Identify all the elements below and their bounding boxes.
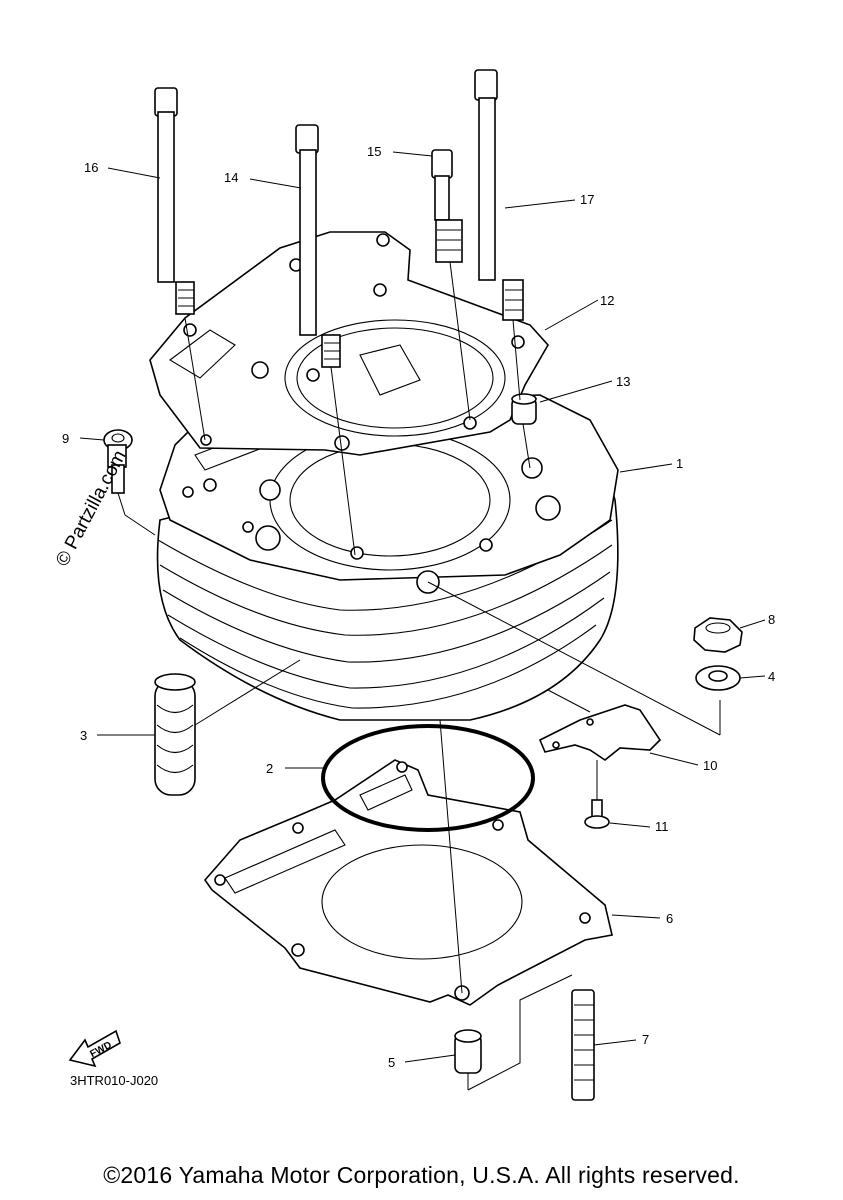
stud-bolt-15	[431, 149, 463, 263]
callout-numbers: 1 2 3 4 5 6 7 8 9 10 11 12 13 14 15 16 1…	[62, 144, 775, 1070]
forward-direction-arrow: FWD	[68, 1029, 121, 1068]
o-ring	[321, 724, 535, 832]
stud-bolt-17	[474, 69, 524, 321]
bracket-10	[538, 704, 662, 761]
callout-14: 14	[224, 170, 238, 185]
callout-13: 13	[616, 374, 630, 389]
washer-4	[695, 665, 741, 691]
callout-10: 10	[703, 758, 717, 773]
callout-5: 5	[388, 1055, 395, 1070]
dowel-pin-13	[511, 393, 537, 425]
stud-bolt-14	[295, 124, 341, 368]
callout-15: 15	[367, 144, 381, 159]
assembly-lines	[117, 261, 721, 1091]
callout-9: 9	[62, 431, 69, 446]
stud-bolt-7	[571, 989, 595, 1101]
dowel-pin-5	[454, 1029, 482, 1074]
leader-lines	[79, 151, 766, 1063]
socket-bolt-9	[103, 429, 133, 494]
callout-11: 11	[655, 819, 669, 834]
callout-8: 8	[768, 612, 775, 627]
callout-1: 1	[676, 456, 683, 471]
callout-17: 17	[580, 192, 594, 207]
callout-4: 4	[768, 669, 775, 684]
copyright-notice: ©2016 Yamaha Motor Corporation, U.S.A. A…	[103, 1162, 740, 1188]
cylinder-base-gasket	[203, 759, 613, 1006]
callout-6: 6	[666, 911, 673, 926]
callout-16: 16	[84, 160, 98, 175]
callout-2: 2	[266, 761, 273, 776]
fwd-label: FWD	[88, 1040, 113, 1060]
nut-8	[693, 617, 743, 653]
callout-3: 3	[80, 728, 87, 743]
callout-7: 7	[642, 1032, 649, 1047]
callout-12: 12	[600, 293, 614, 308]
bolt-11	[584, 799, 610, 829]
drawing-code: 3HTR010-J020	[70, 1073, 159, 1088]
stud-bolt-16	[154, 87, 195, 315]
knock-pin-3	[154, 673, 196, 796]
